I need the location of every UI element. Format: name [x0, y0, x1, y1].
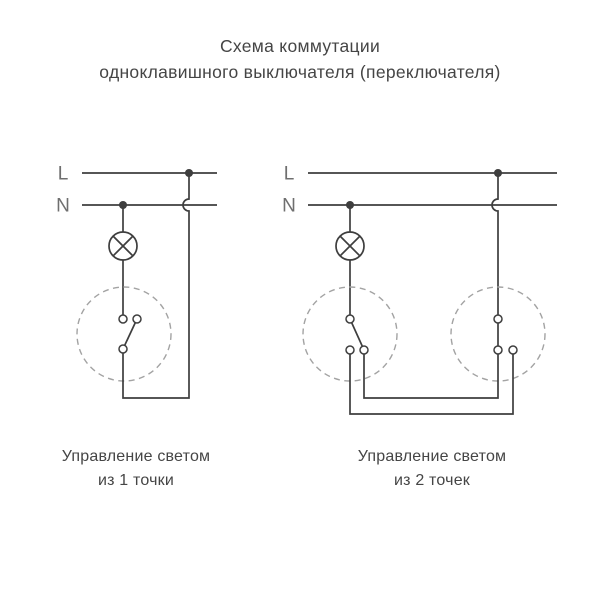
- caption-one-point: Управление светом из 1 точки: [16, 445, 256, 493]
- neutral-junction-dot: [119, 201, 127, 209]
- caption-two-points: Управление светом из 2 точек: [312, 445, 552, 493]
- live-junction-dot: [494, 169, 502, 177]
- switch-1-contact-common: [345, 314, 355, 324]
- switch-2-contact-common: [493, 314, 503, 324]
- diagram-two-points: L N: [282, 164, 557, 415]
- live-junction-dot: [185, 169, 193, 177]
- switch-2-contact-left: [493, 345, 503, 355]
- live-to-switch-wire: [491, 173, 499, 315]
- caption-two-points-line2: из 2 точек: [394, 472, 470, 489]
- traveler-wire-inner: [363, 354, 499, 399]
- page-title: Схема коммутации одноклавишного выключат…: [0, 33, 600, 85]
- switch-contact-top-right: [132, 314, 142, 324]
- switch-return-wire: [122, 173, 190, 399]
- switch-1-contact-right: [359, 345, 369, 355]
- neutral-label: N: [56, 196, 70, 217]
- lamp-icon: [335, 231, 365, 261]
- caption-two-points-line1: Управление светом: [357, 448, 507, 465]
- page-title-line1: Схема коммутации: [219, 36, 381, 56]
- switch-2-contact-right: [508, 345, 518, 355]
- switch-contact-top-left: [118, 314, 128, 324]
- neutral-junction-dot: [346, 201, 354, 209]
- switch-zone-circle: [76, 286, 172, 382]
- caption-one-point-line2: из 1 точки: [97, 472, 175, 489]
- switch-1-contact-left: [345, 345, 355, 355]
- switch-blade: [122, 318, 138, 350]
- live-label: L: [284, 164, 295, 185]
- caption-one-point-line1: Управление светом: [61, 448, 211, 465]
- page-title-line2: одноклавишного выключателя (переключател…: [99, 62, 501, 82]
- lamp-icon: [108, 231, 138, 261]
- traveler-wire-outer: [349, 354, 514, 415]
- diagram-one-point: L N: [56, 164, 217, 399]
- neutral-label: N: [282, 196, 296, 217]
- switch-contact-common: [118, 344, 128, 354]
- switch-1-blade: [349, 318, 365, 351]
- live-label: L: [58, 164, 69, 185]
